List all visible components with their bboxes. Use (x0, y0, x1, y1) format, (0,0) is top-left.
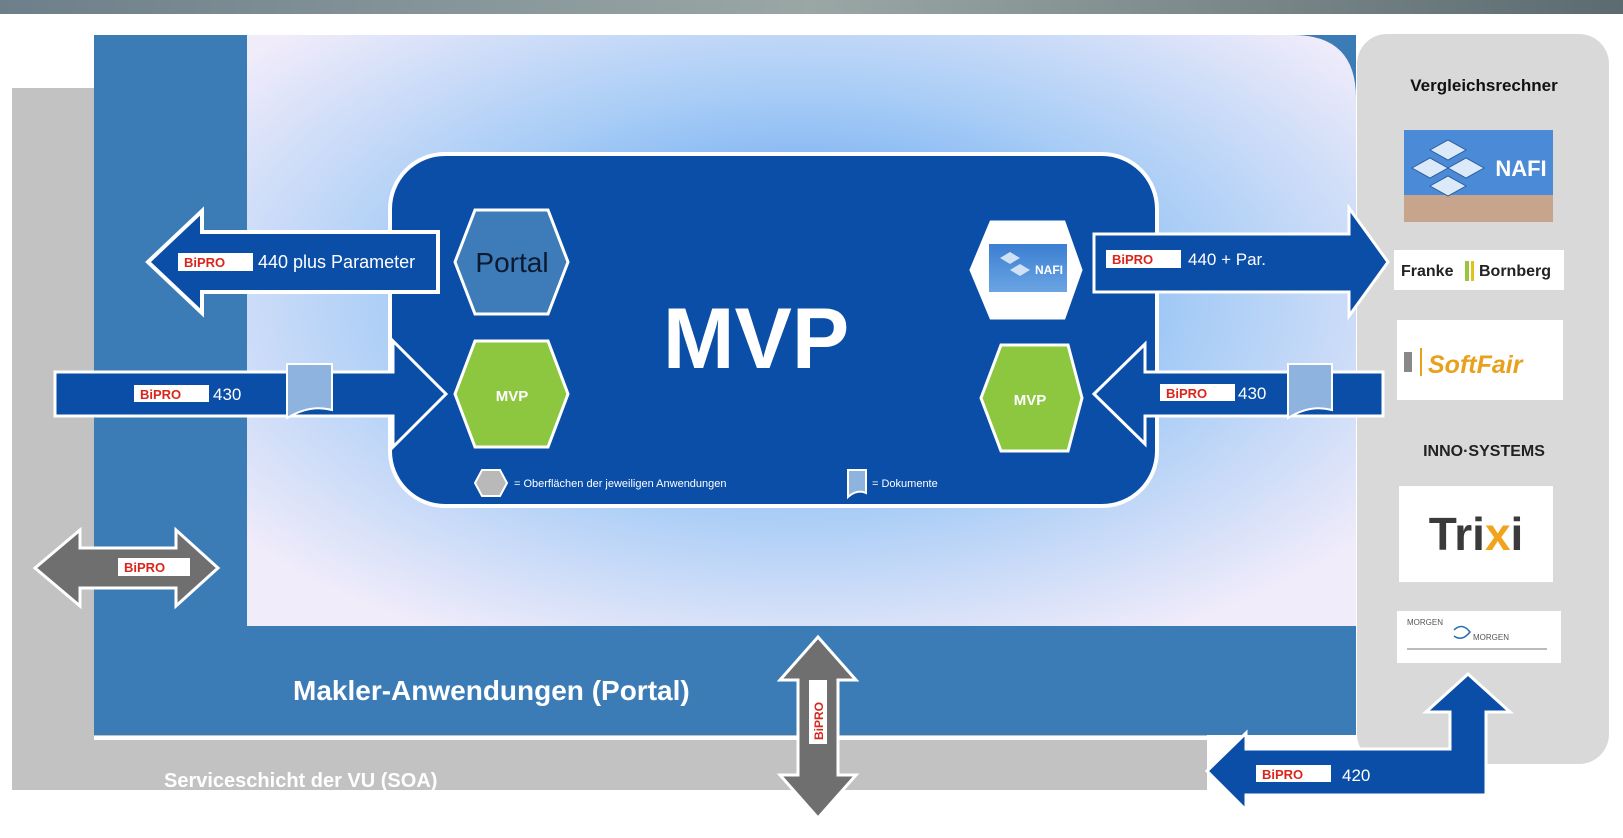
mvp-core (388, 152, 1159, 508)
morgen-text-1: MORGEN (1407, 618, 1443, 627)
nafi-small-text: NAFI (1035, 263, 1063, 277)
nafi-cube-icon (1410, 139, 1486, 197)
morgen-text-2: MORGEN (1473, 633, 1509, 642)
bipro-badge (178, 253, 253, 271)
nafi-logo-photo (1404, 195, 1553, 222)
soa-layer-label: Serviceschicht der VU (SOA) (164, 770, 437, 792)
bipro-badge (134, 385, 209, 402)
document-icon (1287, 363, 1333, 420)
mvp-surface-hex-left (453, 339, 570, 449)
mvp-surface-hex-right (979, 343, 1084, 453)
trixi-text: Trixi (1429, 508, 1524, 560)
trixi-logo (1399, 486, 1553, 582)
franke-text: Franke (1401, 263, 1454, 280)
bipro-badge (1256, 765, 1331, 782)
softfair-figure-icon (1404, 352, 1412, 372)
bipro-badge-text: BiPRO (1166, 386, 1207, 401)
right-outbound-arrow-440 (1092, 203, 1390, 321)
portal-hex-label: Portal (475, 247, 548, 278)
softfair-text: SoftFair (1428, 351, 1524, 379)
sidebar-title: Vergleichsrechner (1410, 76, 1558, 95)
mvp-hex-right-label: MVP (1014, 392, 1047, 409)
arrow-420-label: 420 (1342, 766, 1370, 785)
bipro-badge-text: BiPRO (184, 255, 225, 270)
legend-hex-icon (473, 469, 509, 497)
left-arrow-440-label: 440 plus Parameter (258, 252, 415, 272)
right-arrow-440-label: 440 + Par. (1188, 250, 1266, 269)
morgen-ampersand-icon (1453, 625, 1471, 639)
morgen-tagline (1407, 648, 1547, 650)
left-inbound-arrow-430 (53, 337, 449, 451)
right-inbound-arrow-430 (1091, 340, 1385, 448)
top-photo-strip (0, 0, 1623, 14)
left-outbound-arrow-440 (145, 206, 440, 318)
bipro-badge (118, 558, 190, 576)
softfair-logo (1397, 320, 1563, 400)
nafi-cube-icon (1000, 252, 1030, 276)
franke-bornberg-logo (1394, 250, 1564, 290)
legend-surfaces-text: = Oberflächen der jeweiligen Anwendungen (514, 478, 727, 490)
softfair-separator (1420, 348, 1422, 376)
bipro-badge-text: BiPRO (812, 702, 826, 740)
bipro-badge-text: BiPRO (124, 560, 165, 575)
inno-systems-logo: INNO·SYSTEMS (1423, 443, 1545, 460)
mvp-title: MVP (663, 291, 849, 387)
franke-separator (1471, 261, 1474, 281)
bipro-badge-text: BiPRO (1262, 767, 1303, 782)
nafi-logo-text: NAFI (1495, 156, 1546, 181)
bipro-badge-text: BiPRO (1112, 252, 1153, 267)
bornberg-text: Bornberg (1479, 263, 1551, 280)
bipro-badge-vertical (809, 680, 827, 744)
bipro-badge (1106, 250, 1181, 268)
morgen-morgen-logo (1397, 611, 1561, 663)
right-arrow-430-label: 430 (1238, 384, 1266, 403)
bipro-badge (1160, 384, 1235, 401)
legend-document-icon (847, 469, 867, 500)
nafi-small-logo (989, 244, 1067, 292)
document-icon (286, 363, 333, 420)
mvp-hex-left-label: MVP (496, 388, 529, 405)
franke-separator (1465, 261, 1469, 281)
bipro-badge-text: BiPRO (140, 387, 181, 402)
portal-layer-label: Makler-Anwendungen (Portal) (293, 675, 690, 706)
legend-documents-text: = Dokumente (872, 478, 938, 490)
left-arrow-430-label: 430 (213, 385, 241, 404)
portal-surface-hex (453, 208, 570, 316)
